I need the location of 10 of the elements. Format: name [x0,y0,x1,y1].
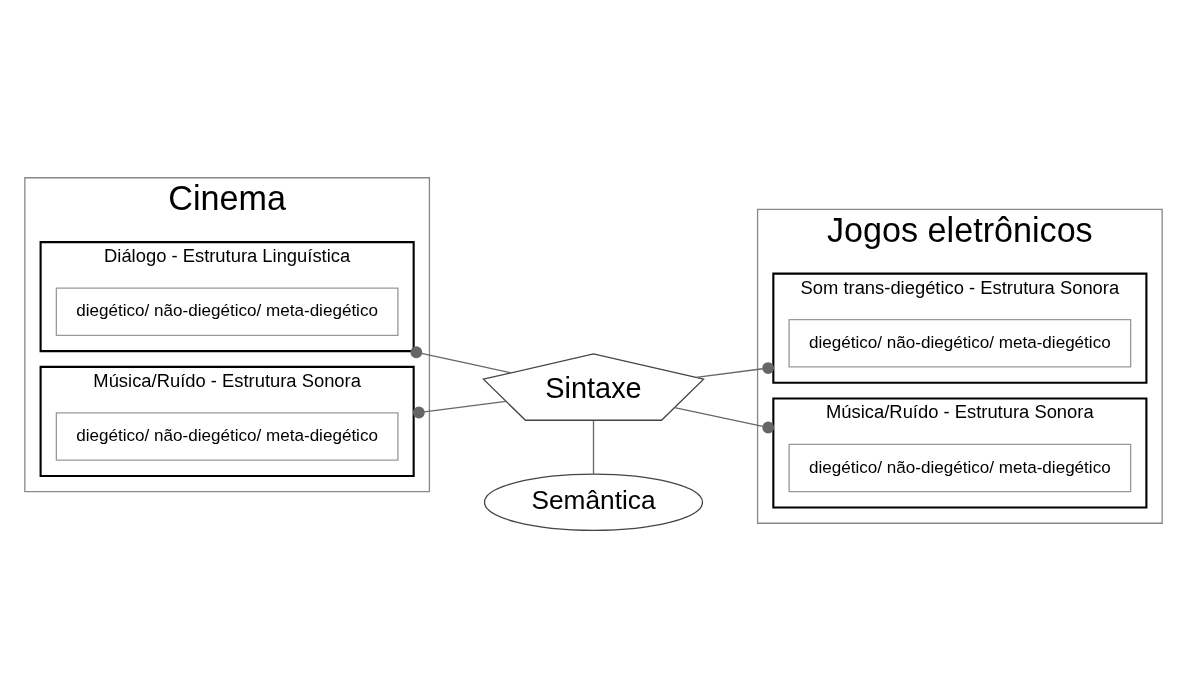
node-box: diegético/ não-diegético/ meta-diegético [788,443,1132,492]
connector [674,406,775,433]
connector [412,400,507,418]
node-box: diegético/ não-diegético/ meta-diegético [55,286,399,336]
connector [695,361,775,378]
connector [410,345,512,373]
node-box: diegético/ não-diegético/ meta-diegético [55,411,399,461]
node-box: diegético/ não-diegético/ meta-diegético [788,318,1132,368]
connector [592,419,595,475]
node-ellipse: Semântica [483,472,704,531]
